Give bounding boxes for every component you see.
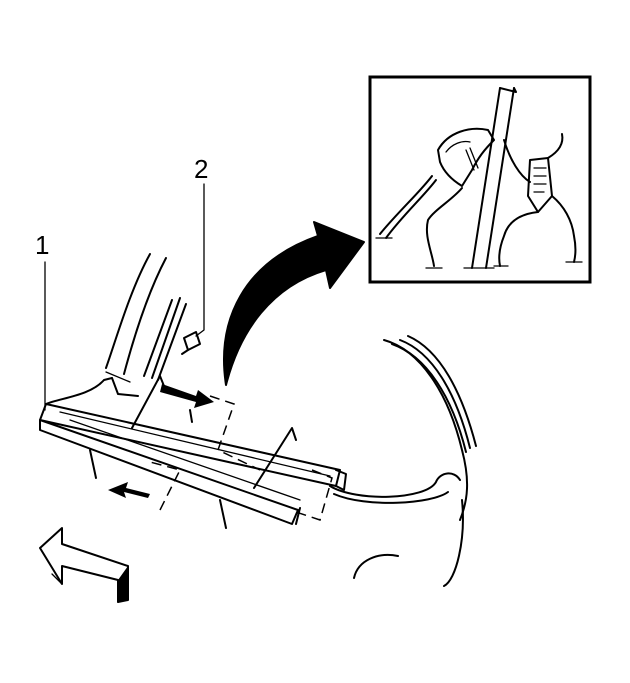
fastener	[181, 331, 201, 355]
leader-line-2	[195, 183, 205, 337]
removal-arrow-icon	[108, 482, 150, 498]
forward-direction-arrow-icon	[39, 527, 129, 603]
belt-weatherstrip	[39, 375, 347, 529]
callout-1: 1	[35, 230, 50, 260]
detail-arrow-icon	[223, 221, 365, 386]
detail-inset	[368, 75, 592, 284]
alignment-dashes	[149, 395, 333, 521]
removal-arrow-icon	[160, 384, 214, 408]
callout-2: 2	[194, 154, 209, 184]
vehicle-body	[105, 253, 477, 587]
